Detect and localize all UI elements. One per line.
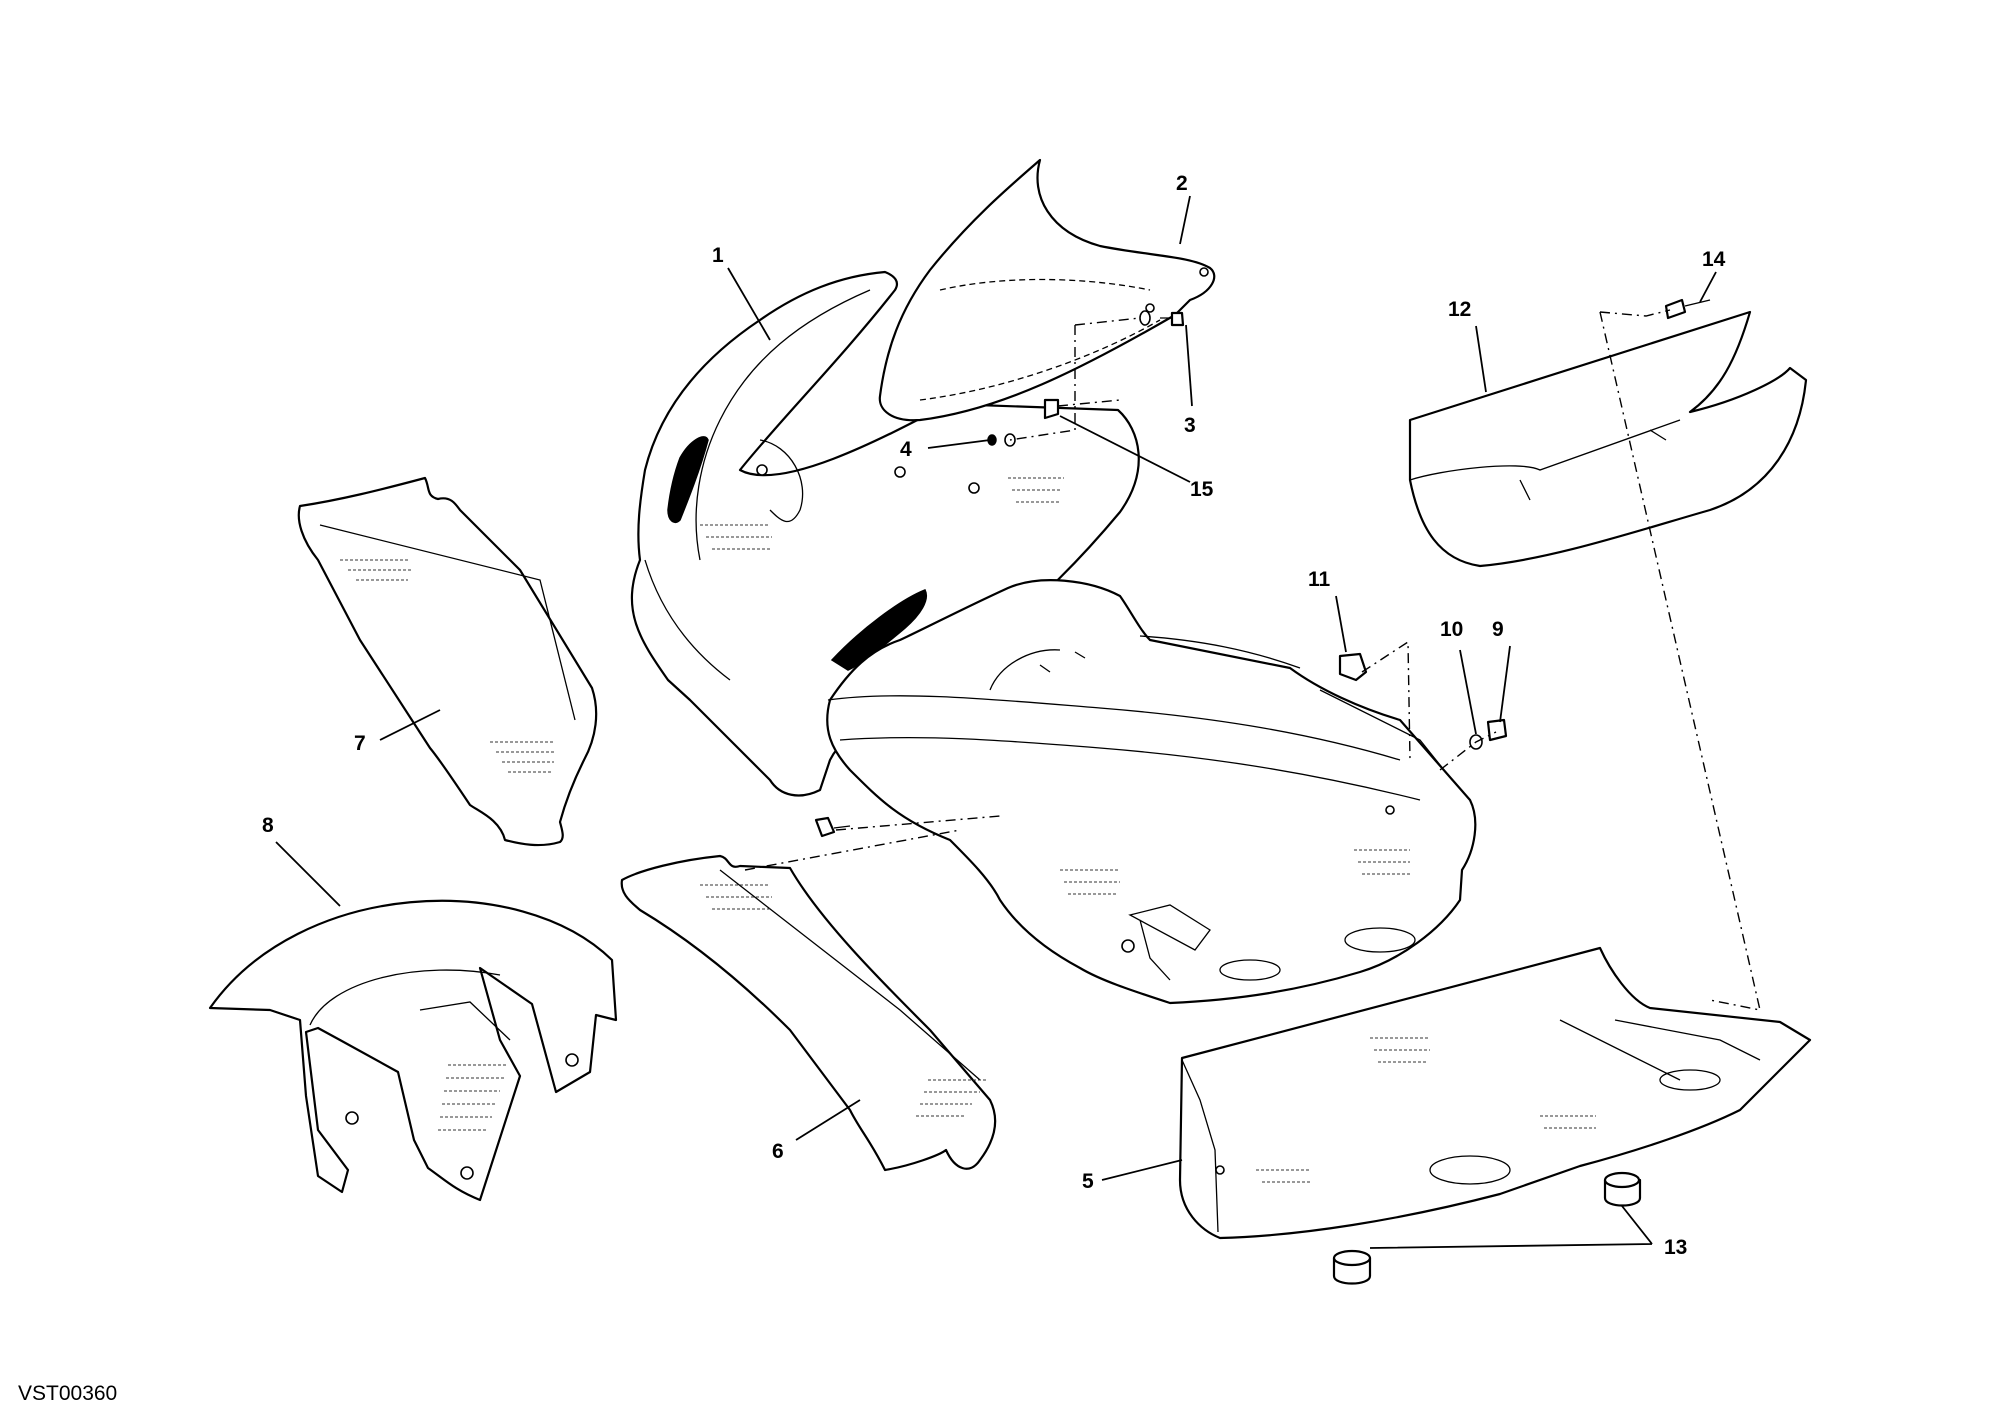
leader-12 bbox=[1475, 325, 1487, 393]
assembly-lines bbox=[744, 309, 1761, 1011]
washer-3 bbox=[1139, 310, 1151, 326]
fairing-hole bbox=[756, 464, 768, 476]
side-panel-screw bbox=[814, 816, 836, 838]
mudguard-hole bbox=[345, 1111, 359, 1125]
windscreen-hole bbox=[1199, 267, 1209, 277]
callout-4: 4 bbox=[900, 438, 912, 461]
callout-8: 8 bbox=[262, 814, 274, 837]
leader-3 bbox=[1185, 324, 1193, 407]
callout-13: 13 bbox=[1664, 1236, 1687, 1259]
callout-2: 2 bbox=[1176, 172, 1188, 195]
mudguard-hole bbox=[460, 1166, 474, 1180]
callout-15: 15 bbox=[1190, 478, 1214, 501]
leader-7 bbox=[379, 709, 441, 741]
leader-5 bbox=[1101, 1159, 1183, 1181]
lower-fairing-hole bbox=[1215, 1165, 1225, 1175]
upper-fairing bbox=[630, 270, 1140, 797]
callout-9: 9 bbox=[1492, 618, 1504, 641]
fairing-hole bbox=[1121, 939, 1135, 953]
callout-7: 7 bbox=[354, 732, 366, 755]
callout-3: 3 bbox=[1184, 414, 1196, 437]
callout-5: 5 bbox=[1082, 1170, 1094, 1193]
left-side-panel bbox=[297, 476, 598, 847]
screw-3 bbox=[1170, 311, 1185, 327]
leader-15 bbox=[1059, 415, 1191, 483]
leader-4 bbox=[927, 439, 991, 449]
windscreen bbox=[878, 158, 1216, 422]
fasteners bbox=[814, 298, 1711, 1285]
rubber-foot bbox=[1332, 1249, 1372, 1285]
callout-10: 10 bbox=[1440, 618, 1463, 641]
fairing-hole bbox=[1385, 805, 1395, 815]
leader-13 bbox=[1369, 1205, 1653, 1249]
clip-15 bbox=[1043, 398, 1060, 420]
callout-14: 14 bbox=[1702, 248, 1726, 271]
fairing-vent-left bbox=[667, 436, 709, 524]
callout-1: 1 bbox=[712, 244, 724, 267]
lower-fairing bbox=[1178, 946, 1812, 1240]
fairing-hole bbox=[968, 482, 980, 494]
windscreen-hole bbox=[1145, 303, 1155, 313]
callout-12: 12 bbox=[1448, 298, 1471, 321]
screw-9 bbox=[1486, 718, 1508, 742]
belly-pan bbox=[1408, 310, 1808, 568]
leader-9 bbox=[1499, 645, 1511, 723]
callouts: 1 2 3 4 5 6 7 8 9 10 11 12 13 14 15 bbox=[262, 172, 1726, 1259]
leader-lines bbox=[275, 195, 1717, 1249]
central-side-fairing bbox=[826, 579, 1477, 1005]
reference-code: VST00360 bbox=[18, 1382, 117, 1405]
leader-14 bbox=[1699, 271, 1717, 303]
right-side-panel bbox=[620, 854, 997, 1172]
callout-11: 11 bbox=[1308, 568, 1331, 591]
leader-6 bbox=[795, 1099, 861, 1141]
clip-11 bbox=[1338, 652, 1368, 682]
leader-10 bbox=[1459, 649, 1477, 735]
leader-11 bbox=[1335, 595, 1347, 653]
callout-6: 6 bbox=[772, 1140, 784, 1163]
fairing-hole bbox=[894, 466, 906, 478]
rubber-foot bbox=[1603, 1171, 1642, 1207]
leader-2 bbox=[1179, 195, 1191, 245]
mudguard-hole bbox=[565, 1053, 579, 1067]
front-mudguard bbox=[208, 899, 618, 1202]
leader-8 bbox=[275, 841, 341, 907]
screw-14 bbox=[1664, 298, 1687, 320]
leader-1 bbox=[727, 267, 771, 341]
